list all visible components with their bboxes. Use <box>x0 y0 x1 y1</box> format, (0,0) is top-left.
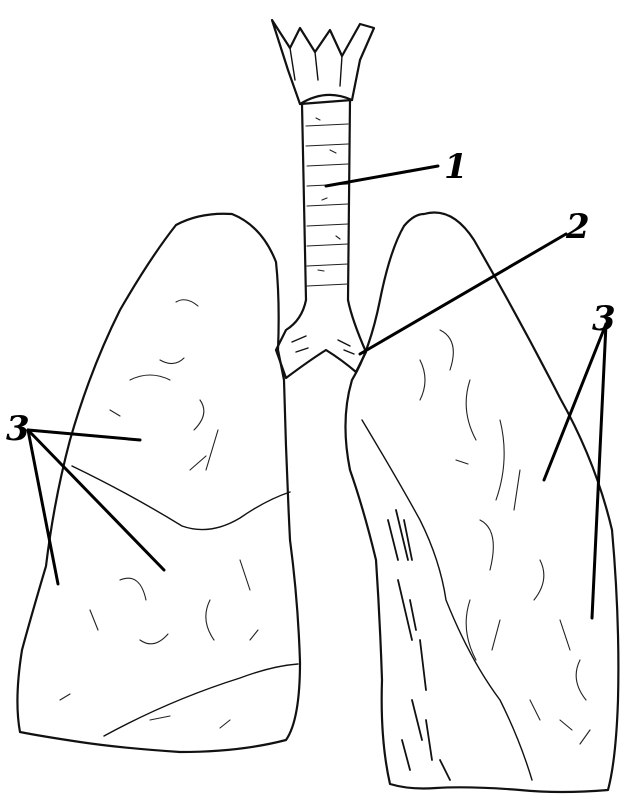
right-lung <box>345 212 618 792</box>
pointer-3-left-a <box>28 430 140 440</box>
left-lung <box>17 214 300 752</box>
label-bronchus: 2 <box>565 207 590 247</box>
pointer-lines <box>28 166 606 618</box>
trachea <box>302 100 350 300</box>
pointer-3-left-c <box>28 430 58 584</box>
pointer-1 <box>326 166 438 186</box>
label-lobes-right: 3 <box>592 299 616 339</box>
bronchi <box>276 300 366 378</box>
label-trachea: 1 <box>444 147 468 187</box>
label-lobes-left: 3 <box>6 409 30 449</box>
pointer-2 <box>360 234 566 354</box>
larynx <box>272 20 374 104</box>
pointer-3-right-a <box>544 324 606 480</box>
